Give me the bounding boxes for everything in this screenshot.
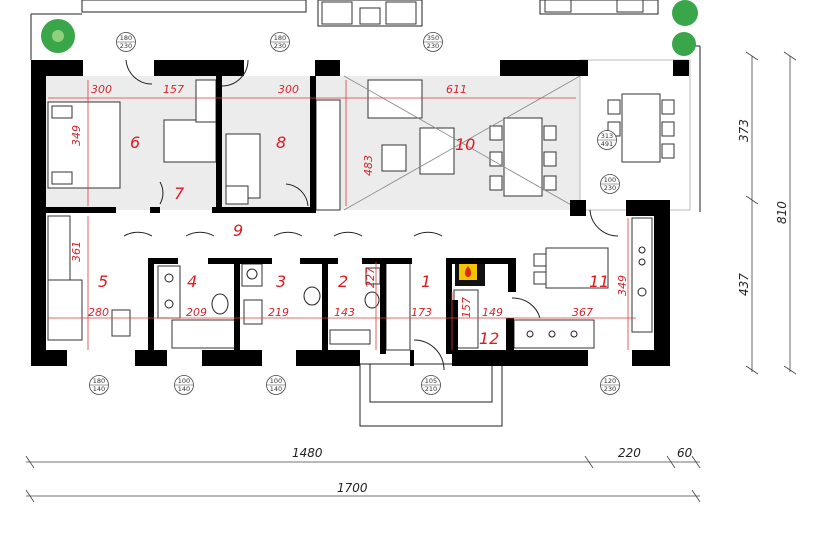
dim-v-349: 349: [70, 125, 83, 146]
room-number-3: 3: [276, 272, 286, 291]
svg-text:230: 230: [274, 42, 286, 50]
opening-marker: 100 230: [600, 174, 620, 194]
opening-marker: 100 140: [266, 375, 286, 395]
opening-marker: 120 230: [600, 375, 620, 395]
dim-v-157: 157: [460, 297, 473, 318]
svg-text:100: 100: [178, 377, 190, 385]
svg-text:230: 230: [427, 42, 439, 50]
room-number-8: 8: [276, 133, 286, 152]
plant-icon: [41, 0, 698, 56]
svg-text:100: 100: [604, 176, 616, 184]
room-number-10: 10: [455, 135, 475, 154]
room-number-6: 6: [130, 133, 140, 152]
dim-outer-60: 60: [677, 446, 693, 460]
opening-marker: 105 210: [421, 375, 441, 395]
dim-top-611: 611: [446, 83, 467, 96]
svg-text:105: 105: [425, 377, 437, 385]
door-swings: [123, 59, 619, 371]
room-number-12: 12: [479, 329, 499, 348]
opening-marker: 350 230: [423, 32, 443, 52]
dim-b-367: 367: [572, 306, 593, 319]
dim-b-173: 173: [411, 306, 432, 319]
dim-b-219: 219: [268, 306, 289, 319]
svg-text:230: 230: [604, 184, 616, 192]
svg-text:180: 180: [274, 34, 286, 42]
dim-outer-1480: 1480: [292, 446, 323, 460]
fireplace-icon: [455, 260, 485, 286]
svg-text:491: 491: [601, 140, 613, 148]
dim-b-209: 209: [186, 306, 207, 319]
walls: [31, 60, 689, 366]
top-terrace: [30, 0, 701, 212]
opening-markers: 180 230 180 230 350 230 313 491 100 230 …: [89, 32, 620, 395]
opening-marker: 180 230: [116, 32, 136, 52]
opening-marker: 180 230: [270, 32, 290, 52]
svg-text:120: 120: [604, 377, 616, 385]
sanitary-fixtures: [157, 217, 653, 351]
dim-v-483: 483: [362, 155, 375, 176]
svg-text:140: 140: [270, 385, 282, 393]
dim-top-300b: 300: [278, 83, 299, 96]
opening-marker: 100 140: [174, 375, 194, 395]
svg-text:100: 100: [270, 377, 282, 385]
room-number-2: 2: [338, 272, 348, 291]
room-number-11: 11: [589, 272, 609, 291]
svg-text:230: 230: [120, 42, 132, 50]
svg-text:210: 210: [425, 385, 437, 393]
dim-b-280: 280: [88, 306, 109, 319]
bedroom-furniture: [47, 79, 341, 341]
room-number-7: 7: [174, 184, 185, 203]
svg-text:140: 140: [93, 385, 105, 393]
dim-b-149: 149: [482, 306, 503, 319]
living-furniture: [343, 75, 675, 211]
dim-outer-810: 810: [775, 201, 789, 224]
svg-text:180: 180: [93, 377, 105, 385]
room-number-4: 4: [187, 272, 197, 291]
dim-outer-437: 437: [737, 273, 751, 296]
inner-dimensions: 300 157 300 611 349 483 361 227 157 349 …: [70, 83, 629, 319]
room-number-1: 1: [421, 272, 431, 291]
svg-text:140: 140: [178, 385, 190, 393]
svg-text:180: 180: [120, 34, 132, 42]
svg-text:350: 350: [427, 34, 439, 42]
dim-top-300a: 300: [91, 83, 112, 96]
svg-text:313: 313: [601, 132, 613, 140]
dim-b-143: 143: [334, 306, 355, 319]
room-number-9: 9: [233, 221, 243, 240]
svg-text:230: 230: [604, 385, 616, 393]
dim-outer-1700: 1700: [337, 481, 368, 495]
room-numbers: 1 2 3 4 5 6 7 8 9 10 11 12: [98, 133, 609, 348]
opening-marker: 313 491: [597, 130, 617, 150]
dim-outer-373: 373: [737, 119, 751, 142]
opening-marker: 180 140: [89, 375, 109, 395]
dim-v-361: 361: [70, 241, 83, 262]
dim-top-157: 157: [163, 83, 184, 96]
outer-dimension-lines: [25, 51, 797, 503]
dim-v-349b: 349: [616, 275, 629, 296]
dim-v-227: 227: [364, 267, 377, 288]
outer-dimensions: 1480 220 60 1700 373 437 810: [292, 119, 789, 495]
dim-outer-220: 220: [618, 446, 641, 460]
room-number-5: 5: [98, 272, 108, 291]
inner-dimension-lines: [48, 80, 636, 350]
